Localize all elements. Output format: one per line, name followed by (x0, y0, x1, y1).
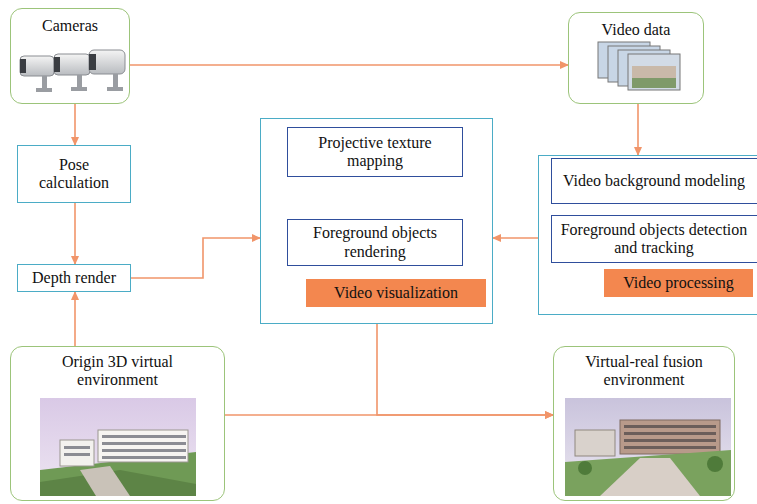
flow-arrow (74, 292, 76, 346)
video-frames (598, 42, 680, 90)
module-label: Video visualization (334, 284, 458, 302)
flow-arrow (74, 104, 76, 145)
flow-arrow (131, 238, 260, 278)
environment-box: Virtual-real fusion environment (553, 346, 735, 501)
process-box: Foreground objects rendering (287, 219, 463, 266)
process-box: Projective texture mapping (287, 127, 463, 177)
fusion-scene-image (565, 398, 731, 496)
node-label: Foreground objects rendering (294, 224, 456, 261)
label-patch: Video visualization (306, 279, 486, 307)
node-label: Depth render (32, 269, 116, 287)
flow-arrow (637, 104, 639, 155)
node-label: Foreground objects detection and trackin… (558, 221, 750, 258)
flow-arrow (377, 324, 553, 415)
process-box: Pose calculation (17, 145, 131, 203)
node-label: Cameras (42, 17, 98, 35)
node-label: Pose calculation (23, 156, 125, 193)
flow-arrow (225, 414, 553, 416)
node-label: Video data (602, 21, 671, 39)
flow-arrow (130, 64, 568, 66)
camera-box: Cameras (10, 8, 130, 104)
module-label: Video processing (623, 274, 734, 292)
module-container: Video processing Video background modelin… (538, 155, 757, 315)
node-label: Origin 3D virtual environment (38, 353, 198, 390)
virtual-scene-image (40, 398, 196, 496)
environment-box: Origin 3D virtual environment (10, 346, 225, 501)
node-label: Projective texture mapping (294, 134, 456, 171)
label-patch: Video processing (604, 269, 753, 297)
camera-icons (20, 50, 125, 92)
data-box: Video data (568, 12, 704, 104)
flow-arrow (74, 203, 76, 264)
node-label: Virtual-real fusion environment (564, 353, 724, 390)
module-container: Video visualization Projective texture ma… (260, 118, 493, 324)
node-label: Video background modeling (563, 172, 745, 190)
flow-arrow (493, 237, 538, 239)
process-box: Depth render (17, 264, 131, 292)
process-box: Video background modeling (551, 158, 757, 204)
process-box: Foreground objects detection and trackin… (551, 215, 757, 263)
